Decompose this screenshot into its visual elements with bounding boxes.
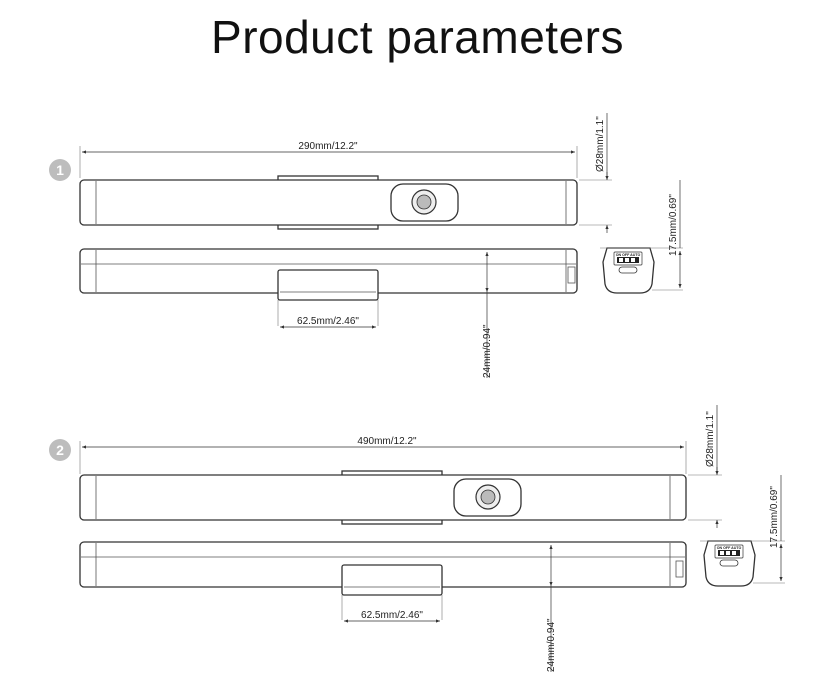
badge-label: 2 [56, 442, 64, 458]
height-label: 17.5mm/0.69" [668, 194, 679, 256]
end-cap-view: ON OFF AUTO [602, 247, 655, 294]
usb-port-icon [719, 559, 739, 567]
end-cap-view: ON OFF AUTO [703, 540, 756, 587]
motion-sensor-icon [453, 478, 522, 517]
mount-width-label: 62.5mm/2.46" [361, 610, 423, 621]
switch-label: ON OFF AUTO [616, 253, 641, 257]
badge-label: 1 [56, 162, 64, 178]
page-title: Product parameters [211, 11, 624, 63]
motion-sensor-icon [390, 183, 459, 222]
number-badge-icon: 1 [49, 159, 71, 181]
height-label: 17.5mm/0.69" [769, 486, 780, 548]
bar-side-view [79, 541, 687, 596]
length-label: 290mm/12.2" [298, 141, 358, 152]
variant-1-drawing: 1 290mm/12.2" Ø28mm/1.1" [49, 113, 683, 378]
length-label: 490mm/12.2" [357, 436, 417, 447]
bar-front-view [79, 470, 687, 525]
mount-width-label: 62.5mm/2.46" [297, 316, 359, 327]
number-badge-icon: 2 [49, 439, 71, 461]
variant-2-drawing: 2 490mm/12.2" Ø28mm/1.1" [49, 405, 785, 672]
bar-side-view [79, 248, 578, 301]
diameter-label: Ø28mm/1.1" [595, 116, 606, 172]
diameter-label: Ø28mm/1.1" [705, 411, 716, 467]
depth-label: 24mm/0.94" [546, 618, 557, 672]
depth-label: 24mm/0.94" [482, 324, 493, 378]
bar-front-view [79, 175, 578, 230]
usb-port-icon [618, 266, 638, 274]
switch-label: ON OFF AUTO [717, 546, 742, 550]
